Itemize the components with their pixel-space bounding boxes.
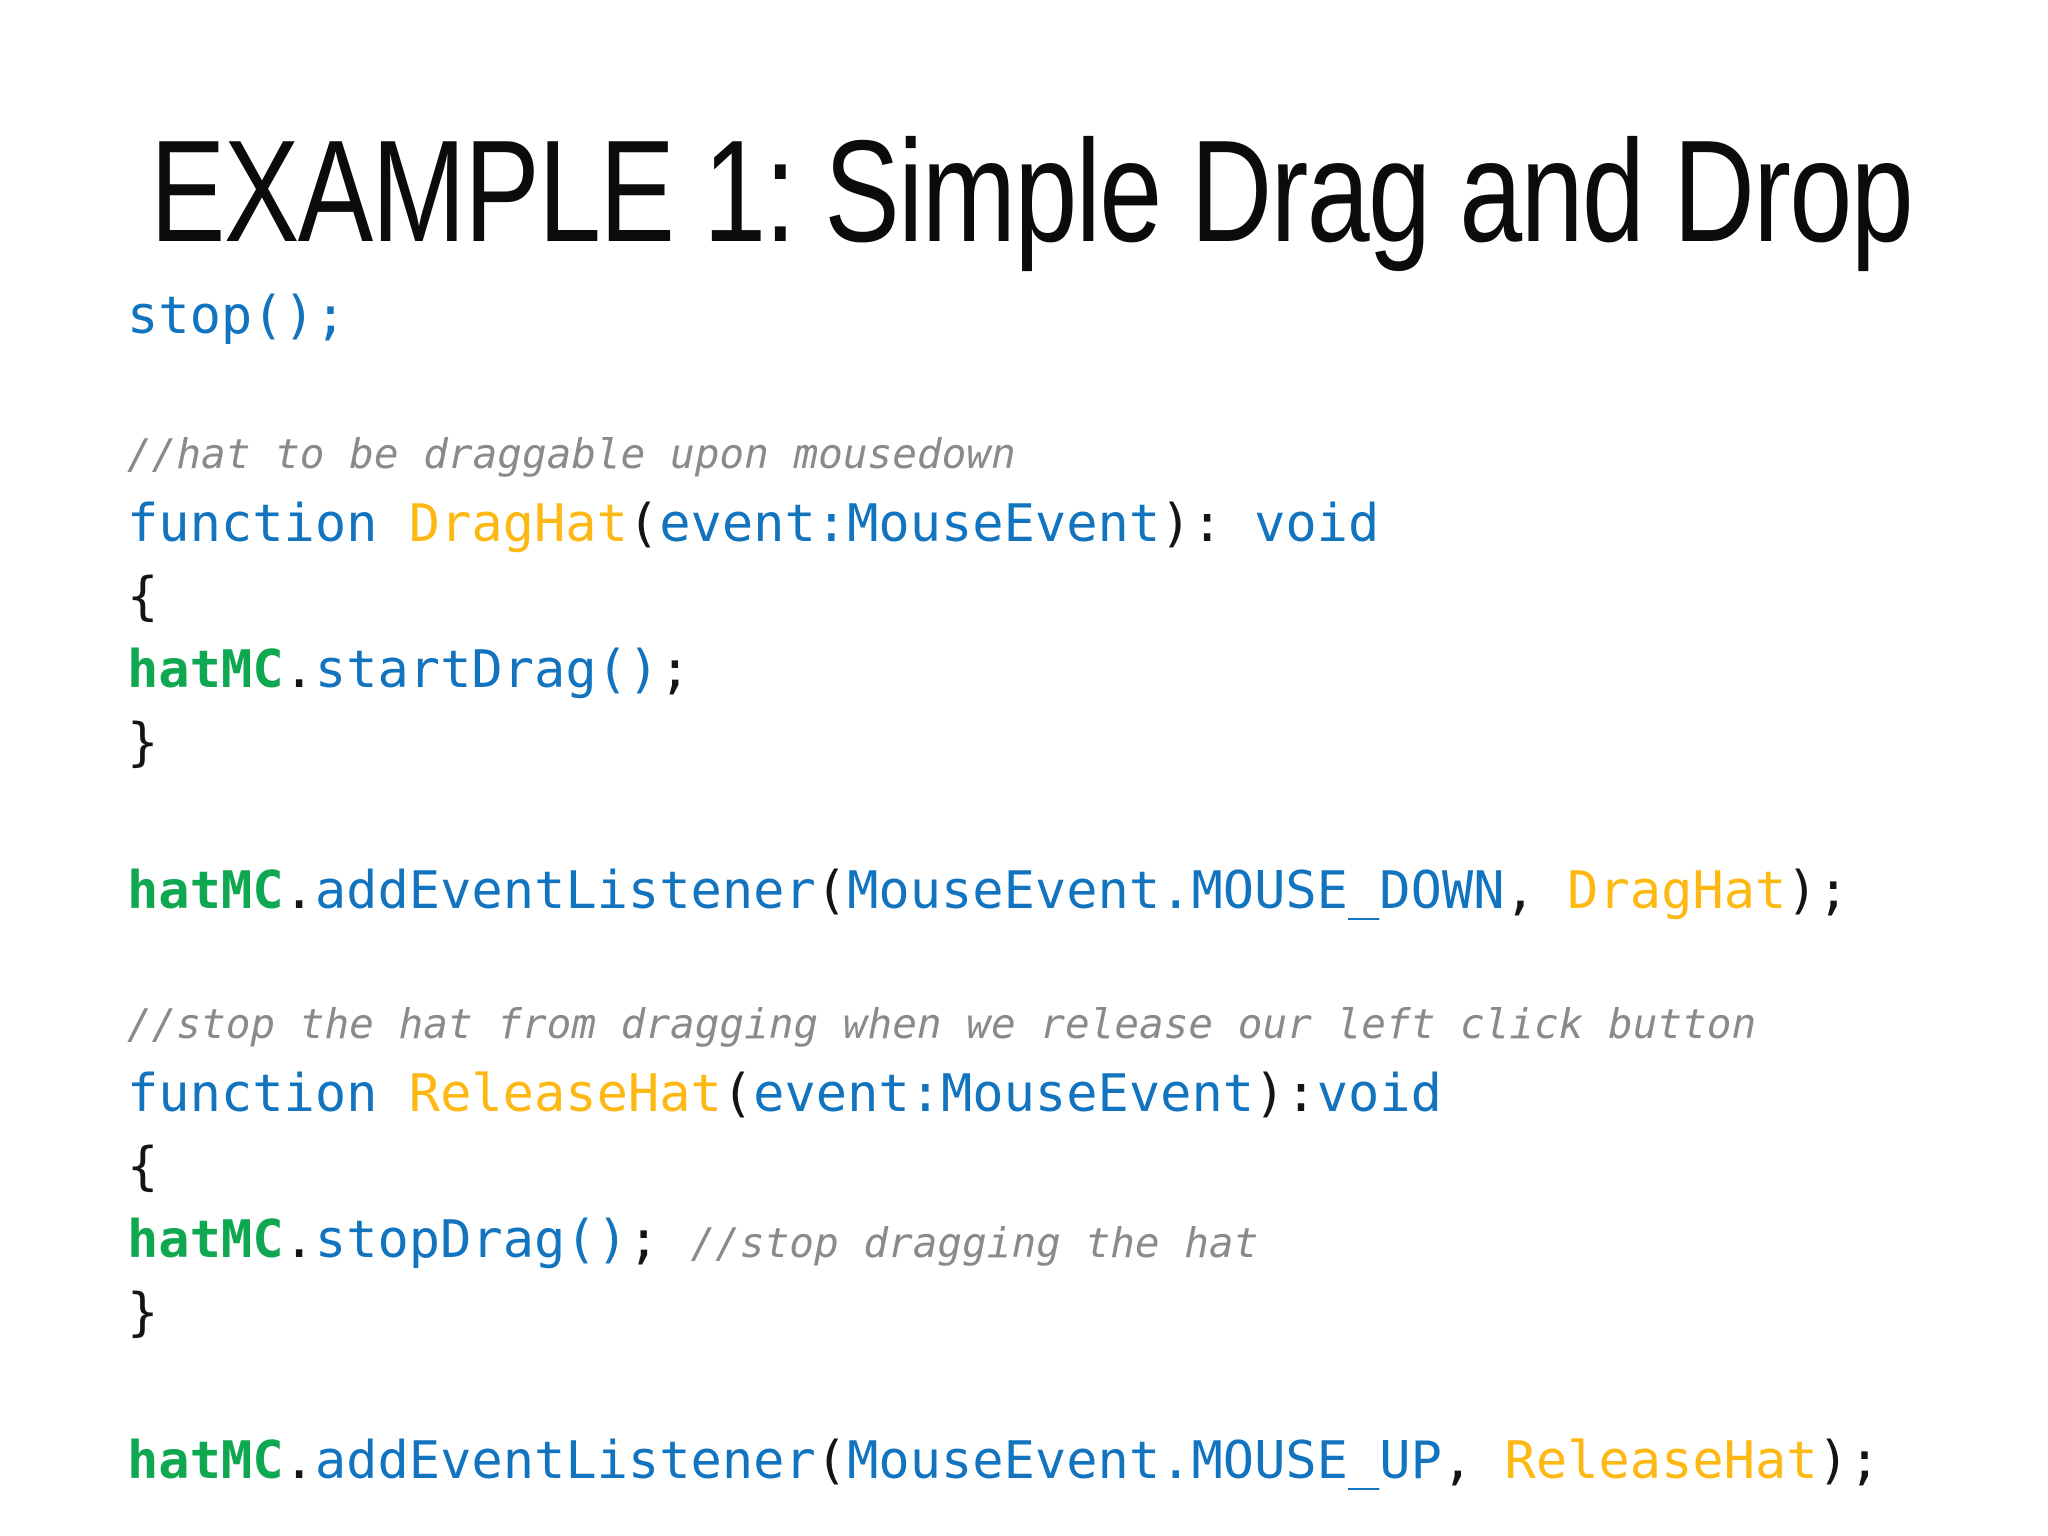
code-segment: hatMC bbox=[127, 640, 284, 700]
code-line: function ReleaseHat(event:MouseEvent):vo… bbox=[127, 1058, 1880, 1131]
code-segment: . bbox=[283, 1210, 315, 1270]
code-segment: event:MouseEvent bbox=[659, 494, 1161, 554]
code-segment: MouseEvent.MOUSE_DOWN bbox=[847, 861, 1505, 921]
code-segment: DragHat bbox=[408, 494, 628, 554]
code-line: { bbox=[127, 561, 1880, 634]
code-segment: void bbox=[1316, 1064, 1442, 1124]
code-line: //stop the hat from dragging when we rel… bbox=[127, 985, 1880, 1058]
code-segment: ): bbox=[1160, 494, 1255, 554]
code-block: stop(); //hat to be draggable upon moused… bbox=[127, 280, 1880, 1498]
code-line: hatMC.addEventListener(MouseEvent.MOUSE_… bbox=[127, 1425, 1880, 1498]
code-segment: ; bbox=[627, 1210, 691, 1270]
slide-title: EXAMPLE 1: Simple Drag and Drop bbox=[150, 110, 1914, 272]
code-line: { bbox=[127, 1131, 1880, 1204]
code-segment: } bbox=[127, 713, 159, 773]
code-segment: { bbox=[127, 567, 159, 627]
code-segment: function bbox=[127, 1064, 409, 1124]
code-segment: ( bbox=[721, 1064, 754, 1124]
code-segment: { bbox=[127, 1137, 159, 1197]
code-segment: //stop dragging the hat bbox=[690, 1219, 1259, 1267]
code-segment: MouseEvent.MOUSE_UP bbox=[847, 1431, 1442, 1491]
code-segment: , bbox=[1441, 1431, 1505, 1491]
code-segment: ): bbox=[1254, 1064, 1317, 1124]
code-segment: stop(); bbox=[127, 286, 347, 346]
code-segment: ; bbox=[659, 640, 691, 700]
code-segment: hatMC bbox=[127, 1210, 284, 1270]
code-segment: void bbox=[1254, 494, 1380, 554]
code-line: hatMC.startDrag(); bbox=[127, 634, 1880, 707]
code-segment: stopDrag() bbox=[314, 1210, 628, 1270]
code-segment: ); bbox=[1817, 1431, 1881, 1491]
code-line: } bbox=[127, 1277, 1880, 1350]
code-segment: event:MouseEvent bbox=[753, 1064, 1255, 1124]
code-segment: hatMC bbox=[127, 1431, 284, 1491]
code-line: } bbox=[127, 707, 1880, 780]
code-segment: DragHat bbox=[1567, 861, 1787, 921]
code-line: //hat to be draggable upon mousedown bbox=[127, 415, 1880, 488]
code-line: function DragHat(event:MouseEvent): void bbox=[127, 488, 1880, 561]
code-line: hatMC.addEventListener(MouseEvent.MOUSE_… bbox=[127, 855, 1880, 928]
code-segment: ( bbox=[627, 494, 660, 554]
code-segment: ReleaseHat bbox=[408, 1064, 722, 1124]
code-line: stop(); bbox=[127, 280, 1880, 353]
code-segment: . bbox=[283, 640, 315, 700]
code-segment: startDrag() bbox=[314, 640, 660, 700]
code-line: hatMC.stopDrag(); //stop dragging the ha… bbox=[127, 1204, 1880, 1277]
code-segment: } bbox=[127, 1283, 159, 1343]
code-segment: ); bbox=[1786, 861, 1849, 921]
code-segment: function bbox=[127, 494, 409, 554]
code-segment: ReleaseHat bbox=[1504, 1431, 1818, 1491]
code-segment: , bbox=[1504, 861, 1568, 921]
code-segment: addEventListener bbox=[314, 861, 816, 921]
code-segment: addEventListener bbox=[314, 1431, 816, 1491]
code-segment: ( bbox=[815, 1431, 848, 1491]
code-segment: ( bbox=[815, 861, 848, 921]
code-segment: hatMC bbox=[127, 861, 284, 921]
code-segment: . bbox=[283, 1431, 315, 1491]
code-segment: . bbox=[283, 861, 315, 921]
code-segment: //stop the hat from dragging when we rel… bbox=[127, 1000, 1757, 1048]
code-segment: //hat to be draggable upon mousedown bbox=[127, 430, 1016, 478]
